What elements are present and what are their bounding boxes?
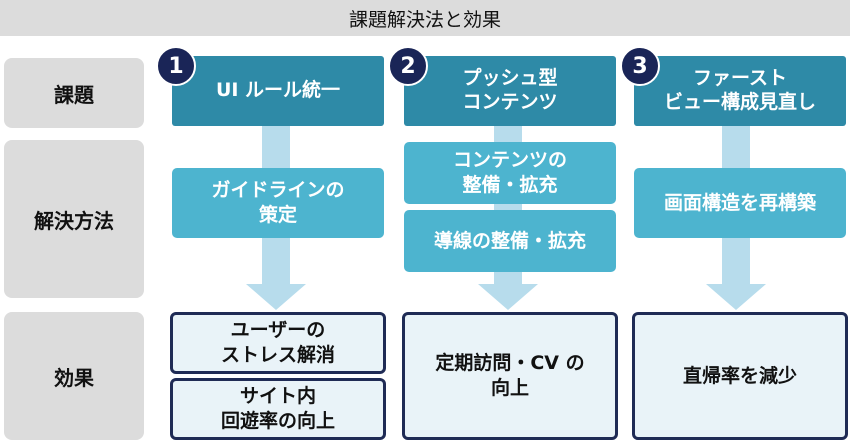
issue-box-3: ファースト ビュー構成見直し	[634, 56, 846, 126]
solution-box-2a: コンテンツの 整備・拡充	[404, 142, 616, 204]
issue-box-2: プッシュ型 コンテンツ	[404, 56, 616, 126]
flow-arrow-head-3	[706, 284, 766, 310]
flow-arrow-head-2	[478, 284, 538, 310]
number-badge-2: 2	[388, 46, 428, 86]
effect-box-1a: ユーザーの ストレス解消	[170, 312, 386, 374]
number-badge-1: 1	[156, 46, 196, 86]
effect-box-2: 定期訪問・CV の 向上	[402, 312, 618, 440]
row-label-solution: 解決方法	[4, 140, 144, 298]
row-label-issue: 課題	[4, 58, 144, 128]
flow-arrow-head-1	[246, 284, 306, 310]
number-badge-3: 3	[620, 46, 660, 86]
effect-box-1b: サイト内 回遊率の向上	[170, 378, 386, 440]
solution-box-3: 画面構造を再構築	[634, 168, 846, 238]
row-label-effect: 効果	[4, 312, 144, 440]
diagram-title: 課題解決法と効果	[0, 0, 850, 36]
effect-box-3: 直帰率を減少	[632, 312, 848, 440]
issue-box-1: UI ルール統一	[172, 56, 384, 126]
solution-box-2b: 導線の整備・拡充	[404, 210, 616, 272]
solution-box-1: ガイドラインの 策定	[172, 168, 384, 238]
